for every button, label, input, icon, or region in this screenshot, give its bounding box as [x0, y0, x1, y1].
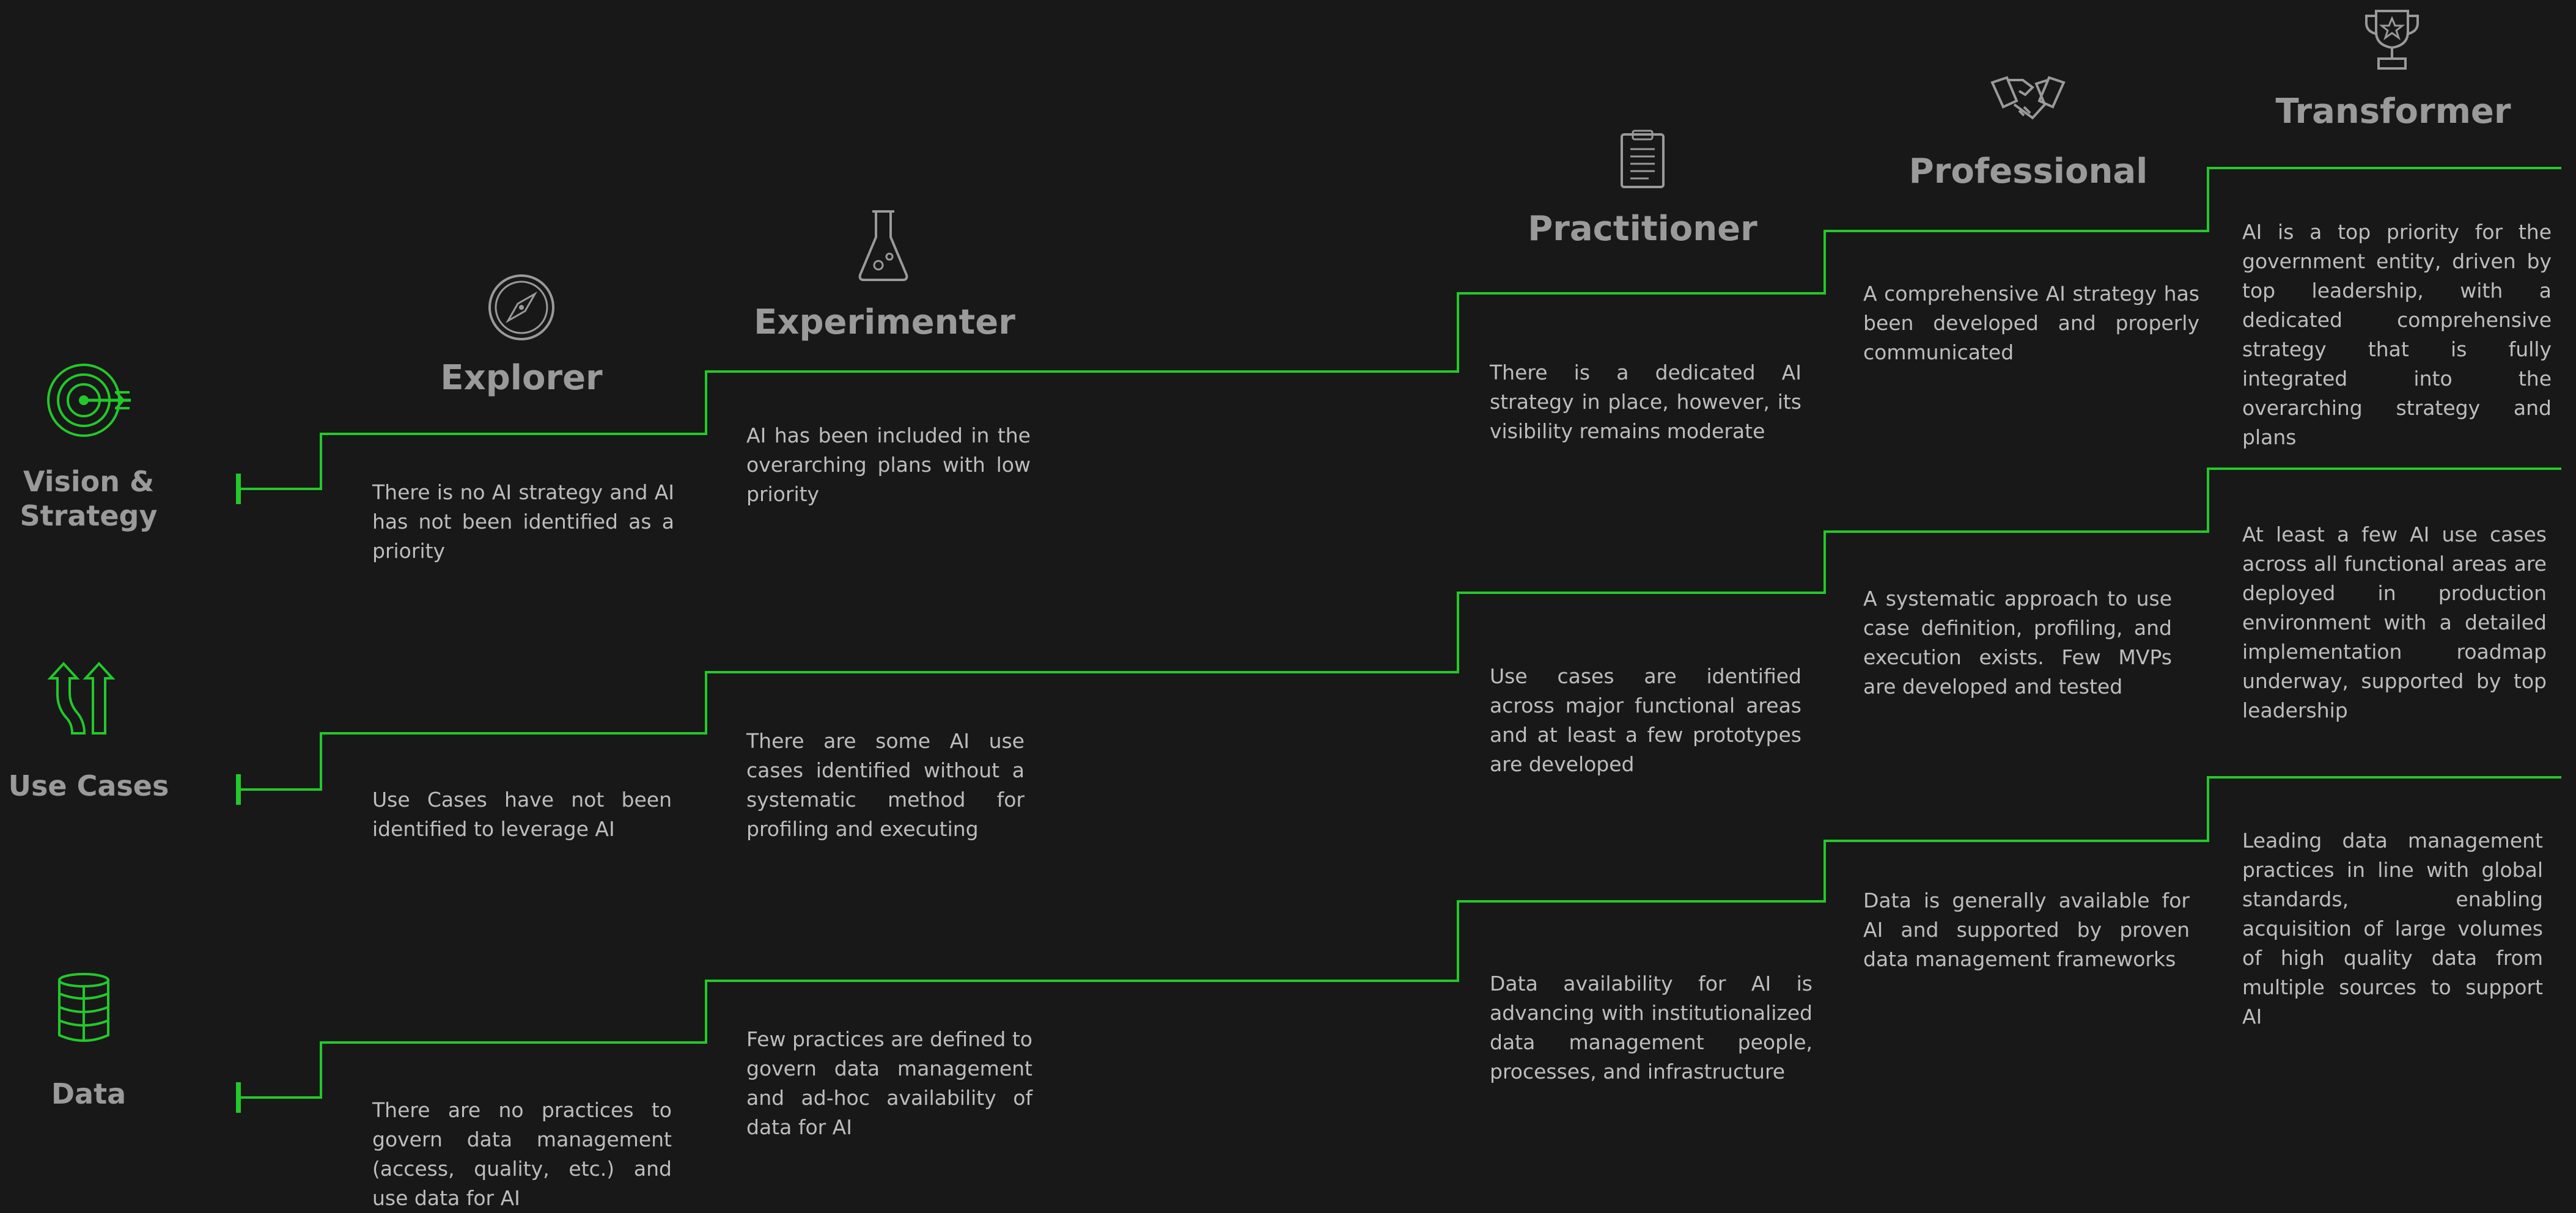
usecases-transformer-text: At least a few AI use cases across all f… — [2242, 522, 2547, 722]
usecases-practitioner-text: Use cases are identified across major fu… — [1490, 664, 1801, 776]
data-transformer-text: Leading data management practices in lin… — [2242, 829, 2543, 1028]
usecases-staircase-line — [238, 467, 2561, 791]
vision-practitioner-text: There is a dedicated AI strategy in plac… — [1490, 361, 1801, 443]
flask-icon — [858, 210, 908, 281]
data-explorer-text: There are no practices to govern data ma… — [372, 1098, 672, 1210]
data-experimenter-text: Few practices are defined to govern data… — [746, 1027, 1032, 1139]
vision-transformer-text: AI is a top priority for the government … — [2242, 220, 2552, 449]
data-practitioner-text: Data availability for AI is advancing wi… — [1490, 972, 1812, 1083]
vision-professional-text: A comprehensive AI strategy has been dev… — [1863, 282, 2199, 364]
clipboard-icon — [1621, 130, 1665, 188]
compass-icon — [488, 274, 554, 340]
stage-title-practitioner: Practitioner — [1528, 209, 1757, 249]
vision-explorer-text: There is no AI strategy and AI has not b… — [372, 480, 674, 563]
data-staircase-line — [238, 776, 2561, 1099]
usecases-experimenter-text: There are some AI use cases identified w… — [746, 729, 1025, 841]
vision-staircase-line — [238, 167, 2561, 490]
trophy-icon — [2365, 10, 2419, 70]
usecases-professional-text: A systematic approach to use case defini… — [1863, 587, 2172, 698]
stage-title-experimenter: Experimenter — [754, 302, 1015, 342]
stage-title-explorer: Explorer — [440, 358, 603, 398]
data-professional-text: Data is generally available for AI and s… — [1863, 889, 2190, 971]
row-label-vision-strategy: Vision & Strategy — [20, 465, 158, 532]
split-arrows-icon — [47, 662, 116, 735]
stage-title-transformer: Transformer — [2275, 92, 2511, 131]
target-icon — [47, 364, 131, 437]
row-label-data: Data — [51, 1077, 127, 1110]
stage-title-professional: Professional — [1908, 152, 2148, 191]
vision-experimenter-text: AI has been included in the overarching … — [746, 423, 1031, 506]
usecases-explorer-text: Use Cases have not been identified to le… — [372, 788, 672, 841]
handshake-icon — [1990, 76, 2066, 120]
row-label-use-cases: Use Cases — [8, 769, 169, 802]
database-icon — [58, 973, 109, 1042]
